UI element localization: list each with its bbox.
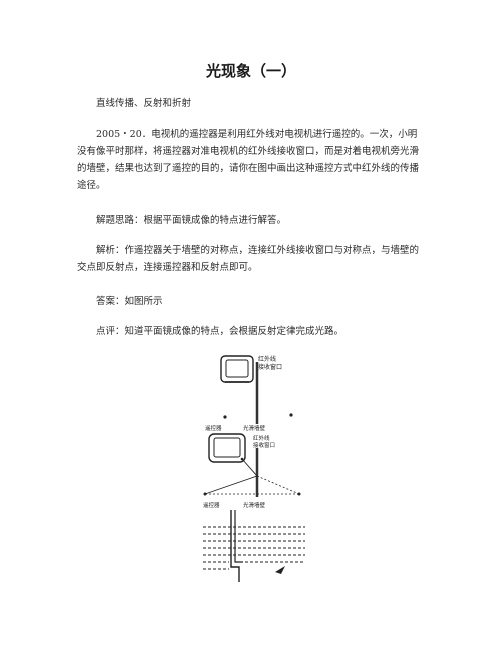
wall-label-lower: 光滑墙壁 [243,501,266,509]
fish-icon [275,566,285,574]
tv-upper-icon [220,355,254,383]
tv-lower-icon [208,433,246,463]
diagram-figure: 红外线 接收窗口 遥控器 光滑墙壁 红外线 接收窗口 遥控器 光滑墙壁 [195,352,315,582]
remote-point-dot [203,492,207,496]
question-paragraph: 2005・20．电视机的遥控器是利用红外线对电视机进行遥控的。一次，小明没有像平… [77,129,420,191]
remote-label-lower: 遥控器 [203,501,220,509]
point-dot [289,413,293,417]
receiver-label-lower: 红外线 [253,434,270,442]
wall-label-upper: 光滑墙壁 [243,424,266,432]
analysis-paragraph: 解析：作遥控器关于墙壁的对称点，连接红外线接收窗口与对称点，与墙壁的交点即反射点… [77,245,420,273]
receiver-label-upper-2: 接收窗口 [258,363,282,371]
water-diagram [203,510,305,582]
virtual-ray [256,475,300,495]
receiver-label-lower-2: 接收窗口 [253,441,275,449]
reflected-ray [241,458,258,477]
section-subtitle: 直线传播、反射和折射 [96,98,192,109]
solution-idea: 解题思路：根据平面镜成像的特点进行解答。 [96,215,287,226]
answer-line: 答案：如图所示 [96,296,163,307]
physics-diagram: 红外线 接收窗口 遥控器 光滑墙壁 红外线 接收窗口 遥控器 光滑墙壁 [203,355,305,582]
point-dot [223,415,227,419]
comment-line: 点评：知道平面镜成像的特点，会根据反射定律完成光路。 [96,326,344,337]
receiver-label-upper: 红外线 [258,355,276,363]
remote-label-upper: 遥控器 [205,424,222,432]
page-title: 光现象（一） [205,62,296,80]
incident-ray [204,475,258,495]
image-point-dot [297,492,301,496]
